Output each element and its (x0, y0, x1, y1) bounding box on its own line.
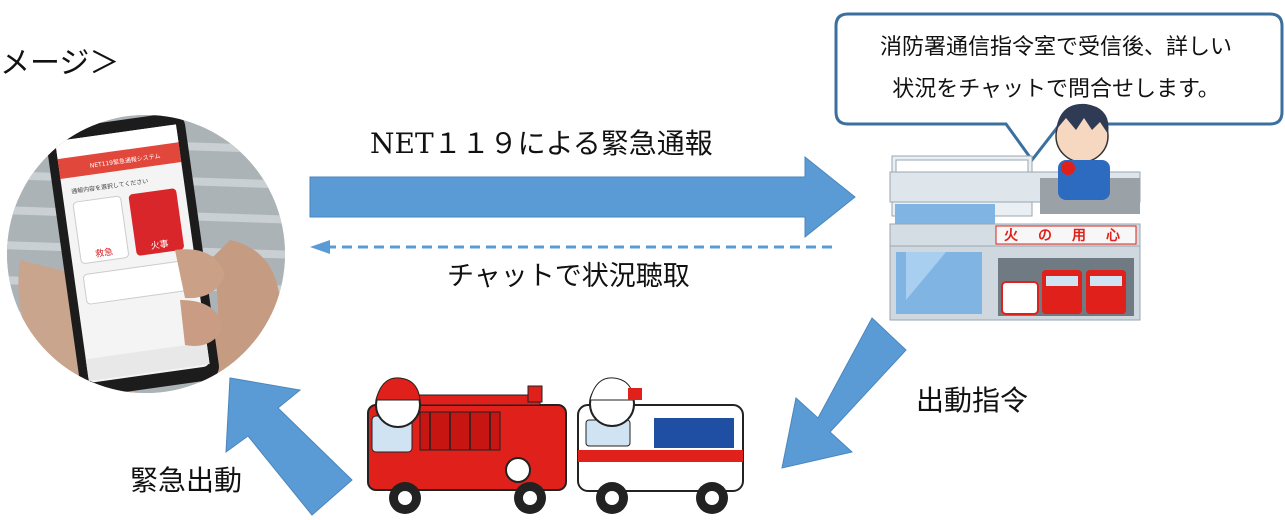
smartphone-photo (7, 115, 285, 393)
speech-bubble (834, 12, 1284, 163)
net119-arrow (309, 155, 856, 239)
net119-label: NET１１９による緊急通報 (370, 127, 713, 160)
station-sign: 火 の 用 心 (1004, 228, 1120, 244)
ambulance (577, 377, 744, 514)
sign-char-1: 火 (1004, 228, 1019, 244)
fire-station-building (889, 103, 1141, 321)
sign-char-3: 用 (1072, 228, 1086, 244)
emergency-run-arrow (225, 377, 353, 516)
emergency-label: 緊急出動 (130, 464, 243, 497)
dispatch-arrow (781, 317, 907, 469)
sign-char-2: の (1038, 228, 1052, 244)
phone-ambulance-button-label: 救急 (94, 245, 114, 259)
chat-label: チャットで状況聴取 (447, 261, 690, 292)
bubble-line-2: 状況をチャットで問合せします。 (892, 77, 1220, 102)
fire-engine (367, 377, 567, 514)
phone-fire-button-label: 火事 (150, 238, 170, 252)
chat-return-arrow (310, 240, 832, 254)
speech-bubble-text: 消防署通信指令室で受信後、詳しい 状況をチャットで問合せします。 (836, 27, 1276, 111)
page-title: メージ＞ (0, 46, 120, 81)
bubble-line-1: 消防署通信指令室で受信後、詳しい (879, 35, 1232, 60)
sign-char-4: 心 (1106, 228, 1120, 244)
dispatch-label: 出動指令 (916, 384, 1029, 417)
